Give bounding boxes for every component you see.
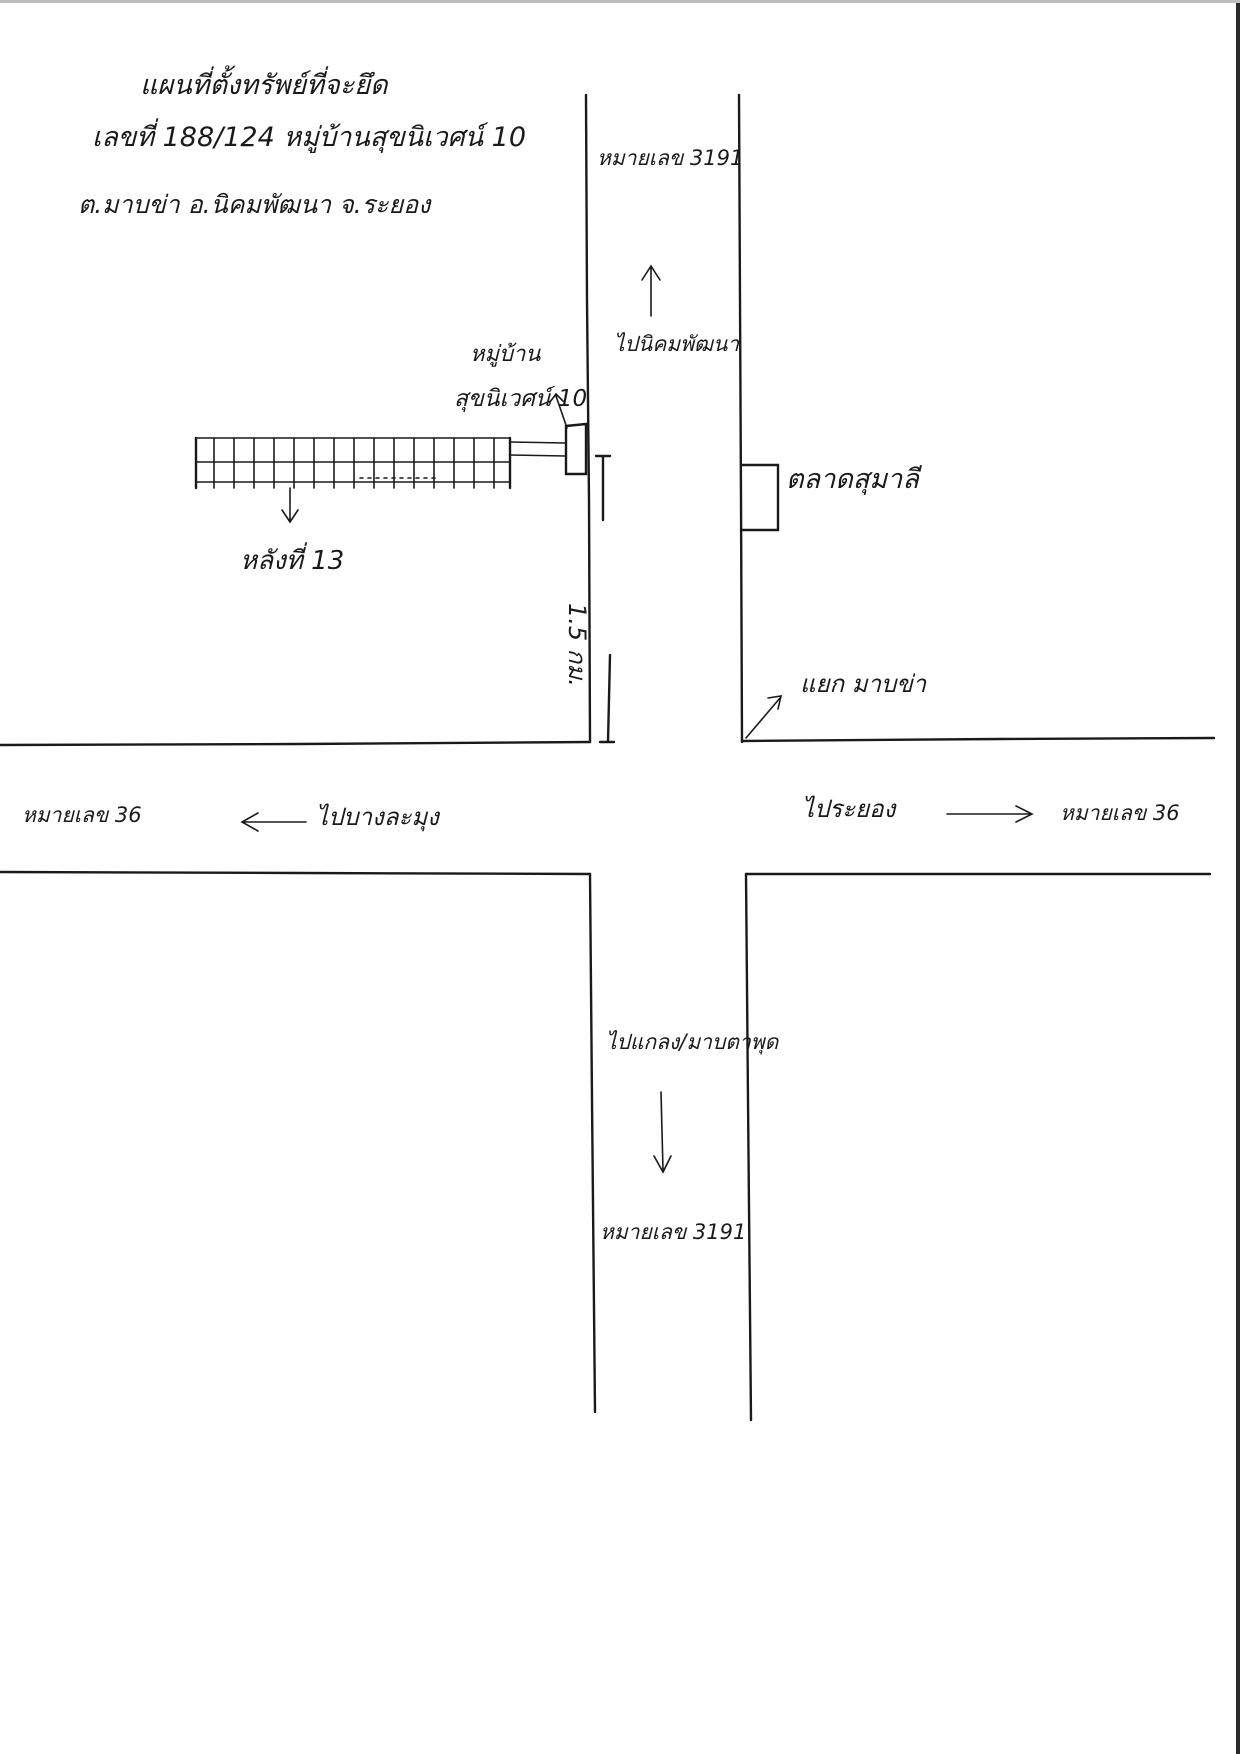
intersection-arrow bbox=[745, 695, 783, 739]
village-connector-bottom bbox=[509, 454, 567, 457]
road-3191-south-west-edge bbox=[588, 872, 597, 1414]
map-title-line-1: แผนที่ตั้งทรัพย์ที่จะยึด bbox=[140, 70, 388, 101]
house-13-label: หลังที่ 13 bbox=[240, 546, 345, 576]
direction-to-rayong: ไประยอง bbox=[802, 795, 896, 823]
scan-edge-shadow bbox=[1236, 0, 1240, 1754]
road-36-north-west-edge bbox=[0, 740, 592, 747]
village-connector-top bbox=[509, 441, 567, 444]
road-3191-north-east-edge bbox=[737, 93, 744, 744]
road-36-west-label: หมายเลข 36 bbox=[22, 803, 142, 827]
distance-bracket-top bbox=[594, 454, 612, 522]
road-3191-north-label: หมายเลข 3191 bbox=[597, 146, 744, 170]
road-36-south-west-edge bbox=[0, 870, 592, 876]
village-label-arrow bbox=[549, 392, 568, 429]
intersection-label: แยก มาบข่า bbox=[800, 670, 927, 698]
road-3191-south-east-edge bbox=[744, 872, 753, 1422]
map-title-line-2: เลขที่ 188/124 หมู่บ้านสุขนิเวศน์ 10 bbox=[92, 122, 527, 153]
direction-to-klaeng: ไปแกลง/มาบตาพุด bbox=[606, 1030, 779, 1054]
scan-top-shadow bbox=[0, 0, 1240, 3]
road-36-north-east-edge bbox=[740, 736, 1216, 743]
west-arrow bbox=[240, 812, 307, 832]
map-title-line-3: ต.มาบข่า อ.นิคมพัฒนา จ.ระยอง bbox=[78, 190, 431, 219]
market-label: ตลาดสุมาลี bbox=[786, 464, 919, 495]
market-box bbox=[739, 463, 780, 532]
direction-to-banglamung: ไปบางละมุง bbox=[316, 803, 439, 831]
road-36-east-label: หมายเลข 36 bbox=[1060, 801, 1180, 825]
south-arrow bbox=[653, 1091, 672, 1174]
road-3191-north-west-edge bbox=[584, 93, 592, 744]
east-arrow bbox=[946, 805, 1034, 823]
townhouse-row bbox=[194, 436, 512, 490]
road-3191-south-label: หมายเลข 3191 bbox=[600, 1220, 747, 1244]
house-13-arrow bbox=[281, 487, 299, 524]
distance-bracket-bottom bbox=[598, 653, 616, 744]
village-label-line-2: สุขนิเวศน์ 10 bbox=[454, 386, 588, 412]
village-label-line-1: หมู่บ้าน bbox=[470, 342, 541, 367]
distance-label: 1.5 กม. bbox=[563, 603, 591, 687]
village-entrance-box bbox=[564, 422, 588, 476]
north-arrow bbox=[641, 264, 661, 317]
direction-to-nikhom: ไปนิคมพัฒนา bbox=[614, 332, 740, 356]
